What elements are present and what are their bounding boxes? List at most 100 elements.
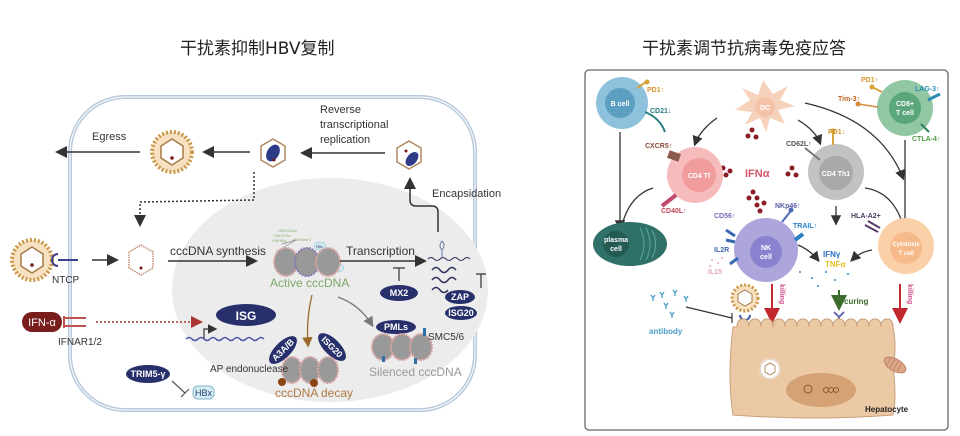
isg-pill: ISG (216, 304, 276, 326)
smc56-label: SMC5/6 (428, 332, 465, 343)
cd62l-label: CD62L↑ (786, 141, 812, 148)
dendritic-cell: DC (735, 80, 795, 132)
hepatocyte-label: Hepatocyte (865, 405, 909, 414)
svg-text:HBx: HBx (195, 388, 213, 398)
svg-text:CD8+: CD8+ (896, 101, 914, 108)
svg-text:B cell: B cell (611, 101, 630, 108)
capsid-rcdna-icon (260, 138, 286, 168)
isg-gene-dna-icon (185, 336, 265, 342)
decaying-cccdna-icon (278, 356, 339, 387)
curing-label: curing (844, 297, 869, 306)
encapsidation-label: Encapsidation (432, 188, 501, 200)
svg-text:CD4 Th1: CD4 Th1 (822, 171, 851, 178)
nucleus-cccdna-icon (803, 384, 839, 394)
isg-promoter-arrow (203, 324, 218, 339)
surface-virion-icon (730, 283, 760, 313)
tim3-label: Tim-3↑ (838, 96, 860, 103)
transcription-label: Transcription (346, 244, 415, 258)
svg-text:H3K122Ac: H3K122Ac (278, 228, 297, 233)
svg-text:H3K4me3: H3K4me3 (293, 237, 312, 242)
isg20-pill-right: ISG20 (445, 306, 477, 320)
cd40l-label: CD40L↑ (661, 208, 687, 215)
svg-text:ISG: ISG (236, 309, 257, 323)
decay-arrow (302, 294, 313, 348)
svg-text:T cell: T cell (898, 251, 914, 257)
svg-text:ISG20: ISG20 (448, 308, 474, 318)
svg-text:T cell: T cell (896, 110, 914, 117)
il15-label: IL15 (708, 269, 722, 276)
zap-inhibition-line (476, 273, 486, 288)
ntcp-label: NTCP (52, 275, 80, 286)
svg-text:MX2: MX2 (390, 288, 409, 298)
nk-cytokine-arrow (797, 244, 820, 263)
trim5-pill: TRIM5-γ (126, 365, 170, 383)
svg-text:plasma: plasma (604, 237, 628, 244)
ifnar-receptor-icon (63, 316, 86, 328)
mx2-pill: MX2 (380, 285, 418, 301)
ctl-cytokine-arrow (850, 249, 873, 262)
cxcr5-label: CXCR5↑ (645, 143, 672, 150)
antibody-inhibition-line (685, 306, 733, 323)
trim5-inhibition-line (171, 380, 190, 398)
killing-label-ctl: killing (906, 284, 913, 304)
ctla4-label: CTLA-4↑ (912, 136, 940, 143)
tnf-alpha-label: TNFα (825, 260, 846, 269)
svg-text:PMLs: PMLs (384, 322, 408, 332)
b-cell: B cell (596, 77, 666, 133)
mature-virion-icon (150, 130, 194, 174)
svg-text:cell: cell (760, 254, 772, 261)
cd56-label: CD56↑ (714, 213, 735, 220)
nk-ifn-particles (754, 200, 767, 214)
ap-endonuclease-label: AP endonuclease (210, 364, 289, 375)
svg-text:ZAP: ZAP (451, 292, 469, 302)
svg-text:cell: cell (610, 246, 622, 253)
ifn-particles (720, 127, 799, 201)
il2r-label: IL2R (714, 247, 729, 254)
pd1-cd8-label: PD1↑ (861, 77, 878, 84)
pmls-pill: PMLs (376, 320, 416, 334)
svg-text:DC: DC (760, 105, 770, 112)
capsid-icon (128, 244, 154, 276)
hla-label: HLA-A2+ (851, 213, 881, 220)
nkp46-label: NKp46↑ (775, 203, 801, 210)
hepatocyte-virion-icon (759, 358, 781, 380)
left-panel-title: 干扰素抑制HBV复制 (180, 39, 335, 59)
capsid-pgrna-icon (396, 140, 422, 170)
ifn-alpha-pill: IFN-α (22, 312, 62, 332)
pd1-th1-label: PD1↓ (828, 129, 845, 136)
svg-text:H3K27Ac: H3K27Ac (274, 233, 291, 238)
zap-pill: ZAP (445, 290, 475, 304)
trail-label: TRAIL↑ (793, 223, 817, 230)
antibody-label: antibody (649, 327, 683, 336)
svg-text:TRIM5-γ: TRIM5-γ (130, 369, 165, 379)
active-cccdna-label: Active cccDNA (270, 276, 349, 290)
ifn-gamma-label: IFNγ (823, 250, 841, 259)
pd1-b-label: PD1↑ (647, 87, 664, 94)
egress-label: Egress (92, 131, 127, 143)
active-cccdna-icon (273, 247, 341, 277)
hbx-badge: HBx (192, 385, 215, 400)
cccdna-decay-label: cccDNA decay (275, 386, 353, 400)
svg-text:H3K9Ac: H3K9Ac (272, 238, 287, 243)
antibody-icons (650, 289, 689, 318)
killing-label-nk: killing (778, 284, 785, 304)
cytokine-dots (799, 271, 849, 287)
entering-virion-icon (10, 238, 54, 282)
silenced-cccdna-label: Silenced cccDNA (369, 365, 462, 379)
cytotoxic-t-cell: Cytotoxic T cell (864, 218, 934, 274)
recycling-dotted-arrow (134, 172, 255, 227)
silenced-cccdna-icon (371, 328, 433, 364)
ifnar-label: IFNAR1/2 (58, 337, 102, 348)
right-panel-title: 干扰素调节抗病毒免疫应答 (642, 39, 846, 59)
nk-cell: NK cell (725, 207, 805, 282)
svg-text:IFN-α: IFN-α (28, 317, 56, 329)
histone-marks: H3K122Ac H3K27Ac H3K9Ac H3K4me3 (272, 228, 312, 243)
isg20-pill-decay: ISG20 (318, 333, 346, 361)
reverse-transcription-label: Reverse transcriptional replication (320, 104, 392, 146)
cd4-tf-cell: CD4 Tf (660, 147, 723, 208)
silencing-arrow (337, 296, 374, 328)
hepatocyte-nucleus (786, 373, 856, 407)
rna-transcripts-icon (427, 240, 471, 294)
lag3-label: LAG-3↑ (915, 86, 940, 93)
